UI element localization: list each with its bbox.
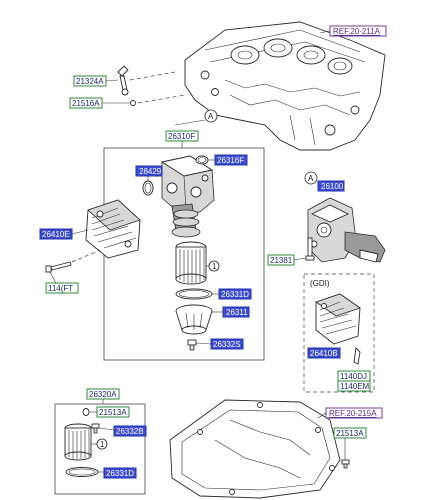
- svg-text:28429: 28429: [139, 167, 162, 176]
- kit-26320a-frame: [54, 403, 146, 495]
- svg-text:26410E: 26410E: [42, 230, 70, 239]
- dashed-guide-line: [129, 71, 176, 81]
- svg-text:1: 1: [212, 262, 217, 271]
- callout-1-filter: 1: [208, 260, 220, 272]
- svg-text:26331D: 26331D: [221, 290, 249, 299]
- svg-text:26320A: 26320A: [89, 390, 117, 399]
- callout-a-top: A: [204, 109, 218, 123]
- leader-line: [174, 119, 206, 126]
- dashed-guide-line: [71, 249, 101, 263]
- leader-line: [319, 30, 331, 34]
- svg-text:A: A: [308, 174, 314, 183]
- o-ring-28429-illustration: [142, 180, 154, 196]
- svg-text:26310F: 26310F: [168, 132, 195, 141]
- svg-text:1140DJ: 1140DJ: [340, 372, 367, 381]
- part-114ft-label[interactable]: 114(FT: [45, 282, 79, 294]
- part-1140dj-label[interactable]: 1140DJ: [337, 370, 371, 382]
- callout-1-kit: 1: [96, 438, 108, 450]
- leader-line: [49, 271, 57, 284]
- leader-line: [105, 79, 119, 82]
- svg-text:21324A: 21324A: [76, 77, 104, 86]
- callout-a-right: A: [304, 171, 318, 185]
- part-21513a-right-label[interactable]: 21513A: [333, 427, 367, 439]
- svg-text:A: A: [208, 112, 214, 121]
- filter-element-illustration: [175, 241, 207, 285]
- svg-text:21513A: 21513A: [99, 408, 127, 417]
- svg-text:26316F: 26316F: [217, 156, 244, 165]
- o-ring-26331d-illustration: [175, 288, 213, 300]
- leader-line: [98, 427, 115, 431]
- leader-line: [71, 229, 89, 235]
- svg-text:21516A: 21516A: [72, 99, 100, 108]
- part-26332s-label[interactable]: 26332S: [210, 338, 244, 350]
- part-26332b-label[interactable]: 26332B: [113, 425, 147, 437]
- part-26100-label[interactable]: 26100: [317, 180, 345, 192]
- leader-line: [293, 257, 307, 261]
- leader-line: [317, 412, 327, 419]
- part-26331d-top-label[interactable]: 26331D: [218, 288, 252, 300]
- svg-text:REF.20-215A: REF.20-215A: [329, 409, 377, 418]
- bolt-114ft-illustration: [45, 261, 72, 273]
- svg-text:26410B: 26410B: [310, 349, 338, 358]
- bolt-21516a-illustration: [130, 100, 136, 106]
- svg-text:26100: 26100: [321, 182, 344, 191]
- filter-cap-26311-illustration: [175, 304, 213, 335]
- o-ring-26331d-kit-illustration: [65, 467, 99, 477]
- oil-pan-illustration: [169, 399, 341, 499]
- oil-cooler-26410b-illustration: [315, 293, 361, 345]
- engine-block-illustration: [184, 21, 386, 151]
- part-1140em-label[interactable]: 1140EM: [337, 380, 371, 392]
- ref-20-215a-label[interactable]: REF.20-215A: [325, 407, 383, 419]
- dashed-guide-line: [137, 94, 186, 104]
- bolt-1140dj-illustration: [353, 347, 361, 365]
- part-26311-label[interactable]: 26311: [222, 306, 250, 318]
- ref-20-211a-label[interactable]: REF.20-211A: [329, 25, 387, 37]
- oil-pump-26100-illustration: [307, 197, 386, 263]
- o-ring-26316f-illustration: [195, 155, 209, 165]
- svg-text:114(FT: 114(FT: [48, 284, 73, 293]
- sensor-21324a-illustration: [117, 65, 129, 96]
- filter-element-kit-illustration: [64, 423, 92, 461]
- svg-text:1: 1: [100, 440, 105, 449]
- drain-plug-26332b-illustration: [91, 423, 100, 434]
- part-21381-label[interactable]: 21381: [267, 254, 295, 266]
- svg-text:26332S: 26332S: [213, 340, 241, 349]
- oil-cooler-26410e-illustration: [85, 199, 141, 259]
- o-ring-small-illustration: [82, 408, 90, 416]
- part-26316f-label[interactable]: 26316F: [214, 154, 248, 166]
- part-28429-label[interactable]: 28429: [135, 165, 163, 177]
- svg-text:21513A: 21513A: [336, 429, 364, 438]
- svg-text:21381: 21381: [270, 256, 293, 265]
- part-26320a-label[interactable]: 26320A: [86, 388, 120, 400]
- leader-line: [195, 342, 212, 345]
- svg-text:REF.20-211A: REF.20-211A: [333, 27, 381, 36]
- part-26331d-bottom-label[interactable]: 26331D: [103, 467, 137, 479]
- part-21513a-box-label[interactable]: 21513A: [96, 406, 130, 418]
- oil-filter-housing-illustration: [160, 155, 215, 238]
- part-26310f-label[interactable]: 26310F: [165, 130, 199, 142]
- drain-plug-26332s-illustration: [187, 339, 197, 351]
- part-21324a-label[interactable]: 21324A: [73, 75, 107, 87]
- svg-text:26332B: 26332B: [116, 427, 144, 436]
- gdi-label: (GDI): [310, 279, 330, 288]
- part-26410b-label[interactable]: 26410B: [307, 347, 341, 359]
- drain-bolt-illustration: [341, 459, 350, 469]
- svg-text:1140EM: 1140EM: [340, 382, 370, 391]
- svg-text:26311: 26311: [226, 308, 248, 317]
- svg-text:26331D: 26331D: [106, 469, 134, 478]
- gdi-variant-box: [303, 273, 375, 393]
- part-26410e-label[interactable]: 26410E: [39, 228, 73, 240]
- part-21516a-label[interactable]: 21516A: [69, 97, 103, 109]
